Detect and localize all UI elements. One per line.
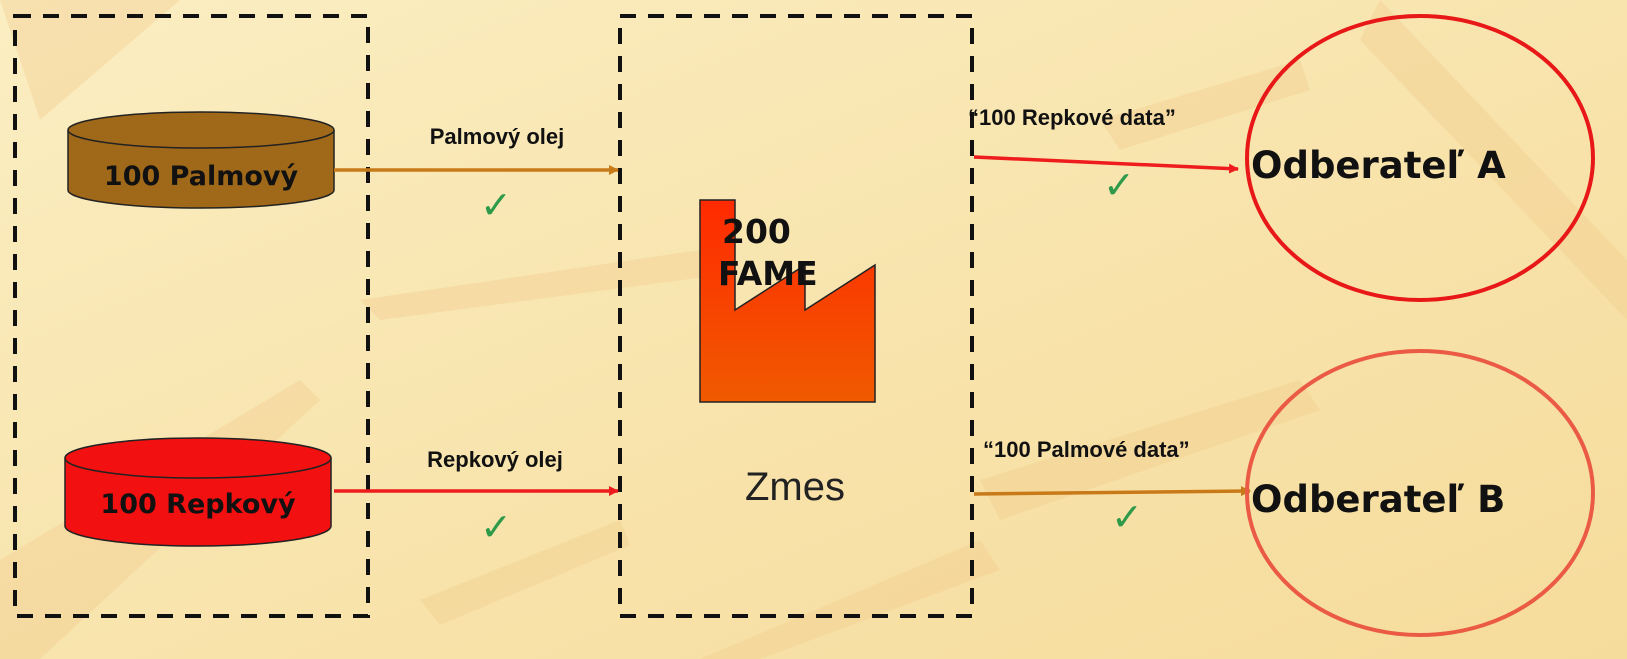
to-customer-b-check-icon: ✓ — [1111, 495, 1143, 539]
rapeseed-check-icon: ✓ — [480, 505, 512, 549]
rapeseed-tank-label: 100 Repkový — [100, 489, 296, 520]
to-customer-a-label: “100 Repkové data” — [968, 105, 1176, 130]
rapeseed-tank-icon — [64, 437, 332, 547]
factory-product-label: FAME — [718, 254, 818, 293]
palm-tank-label: 100 Palmový — [104, 161, 299, 192]
rapeseed-tank: 100 Repkový — [64, 437, 332, 547]
to-customer-a-arrow — [973, 155, 1239, 174]
palm-check-icon: ✓ — [480, 183, 512, 227]
plant-box — [618, 14, 974, 618]
palm-oil-label: Palmový olej — [430, 124, 565, 149]
mix-label: Zmes — [745, 465, 845, 509]
to-customer-b-arrow — [973, 486, 1251, 497]
to-customer-a-check-icon: ✓ — [1103, 163, 1135, 207]
rapeseed-oil-label: Repkový olej — [427, 447, 563, 472]
factory-amount-label: 200 — [722, 212, 791, 251]
customer-a-circle — [1245, 14, 1595, 302]
customer-b-label: Odberateľ B — [1251, 478, 1505, 521]
palm-tank-icon — [67, 111, 335, 209]
to-customer-b-label: “100 Palmové data” — [983, 437, 1190, 462]
palm-tank: 100 Palmový — [67, 111, 335, 209]
sources-box — [13, 14, 370, 618]
customer-a-label: Odberateľ A — [1251, 144, 1506, 187]
customer-b-circle — [1245, 349, 1595, 637]
factory-icon — [699, 199, 876, 403]
